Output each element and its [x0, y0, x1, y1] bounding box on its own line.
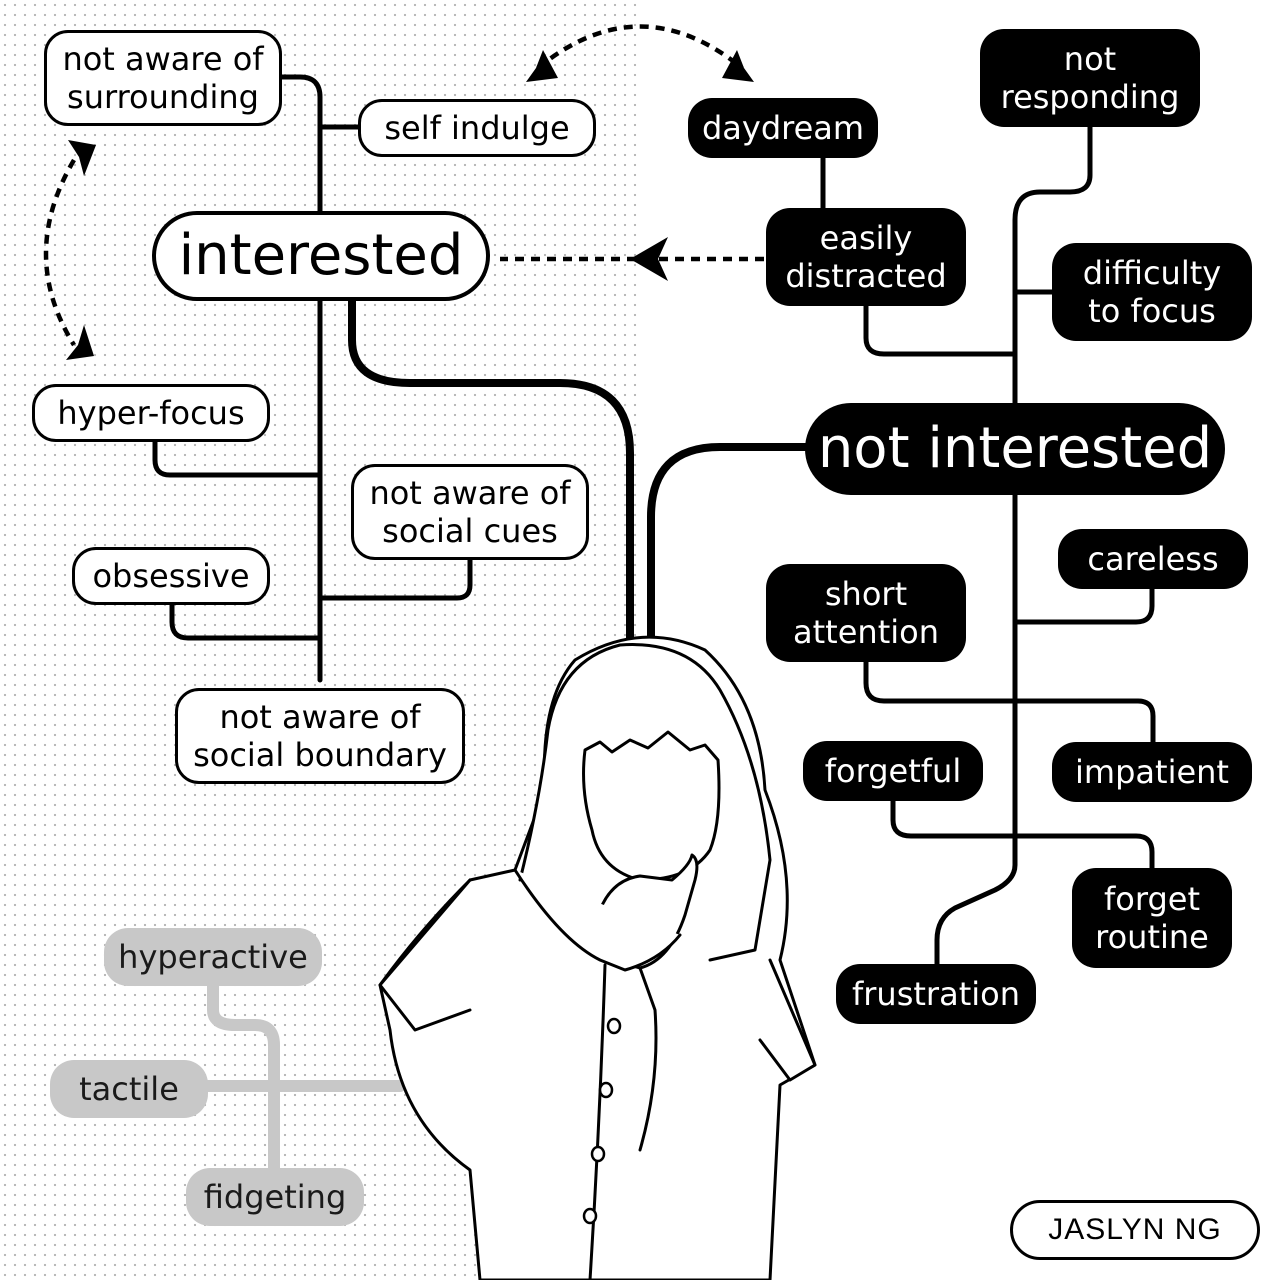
not-interested-to-figure — [647, 443, 812, 644]
node-label: self indulge — [384, 108, 570, 147]
branch-easily-distracted — [863, 302, 1018, 357]
hyper-focus-node: hyper-focus — [32, 384, 270, 442]
arrowhead-down-left — [66, 325, 94, 360]
signature-text: JASLYN NG — [1048, 1213, 1222, 1246]
node-line: to focus — [1088, 292, 1216, 330]
shirt-button — [606, 1017, 622, 1035]
node-label: fidgeting — [203, 1177, 347, 1216]
node-label: tactile — [79, 1069, 179, 1108]
node-line: not aware of — [369, 473, 571, 512]
arrowhead-up-left — [68, 140, 96, 176]
arrow-self-daydream — [536, 24, 744, 70]
branch-social-cues — [317, 557, 473, 601]
node-line: difficulty — [1082, 253, 1222, 292]
node-label: hyper-focus — [57, 393, 245, 432]
node-line: responding — [1000, 78, 1180, 116]
node-line: distracted — [785, 257, 947, 295]
self-indulge-node: self indulge — [358, 99, 596, 157]
tactile-node: tactile — [50, 1060, 208, 1118]
forgetful-node: forgetful — [803, 741, 983, 801]
arrow-surrounding-hyperfocus — [43, 158, 76, 347]
node-label: forgetful — [824, 751, 962, 790]
face — [582, 730, 721, 882]
node-line: social boundary — [193, 736, 447, 774]
node-line: surrounding — [67, 78, 259, 116]
branch-forgetful — [890, 798, 1155, 871]
node-label: daydream — [701, 108, 865, 147]
node-line: forget — [1104, 879, 1200, 918]
node-line: easily — [819, 218, 913, 257]
interested-label: interested — [178, 223, 464, 289]
node-label: careless — [1087, 539, 1219, 578]
not-interested-label: not interested — [817, 416, 1213, 482]
branch-hyper-focus — [152, 437, 323, 478]
node-line: not aware of — [219, 697, 421, 736]
arrowhead-up — [526, 50, 558, 82]
shirt-placket — [588, 963, 607, 1280]
node-label: frustration — [852, 974, 1020, 1013]
grey-branch-hyperactive — [207, 979, 280, 1174]
arrow-heads — [66, 50, 754, 360]
node-line: attention — [793, 613, 939, 651]
branch-short-attention — [863, 658, 1156, 745]
node-label: impatient — [1075, 752, 1229, 791]
obsessive-node: obsessive — [72, 547, 270, 605]
arrowhead-left — [630, 237, 668, 281]
frustration-node: frustration — [836, 964, 1036, 1024]
branch-careless — [1012, 584, 1155, 625]
interested-node: interested — [152, 211, 490, 301]
signature-badge: JASLYN NG — [1010, 1200, 1260, 1260]
collar — [513, 868, 682, 972]
node-label: hyperactive — [118, 937, 308, 976]
node-line: not aware of — [62, 39, 264, 78]
shirt-button — [582, 1207, 598, 1225]
node-line: short — [824, 574, 908, 613]
node-line: social cues — [382, 512, 558, 550]
fidgeting-node: fidgeting — [186, 1168, 364, 1226]
node-line: not — [1063, 39, 1117, 78]
left-trunk — [277, 74, 323, 683]
forearm — [638, 966, 658, 1152]
hyperactive-node: hyperactive — [104, 928, 322, 986]
node-label: obsessive — [92, 556, 250, 595]
interested-to-figure — [348, 296, 634, 644]
shirt-button — [590, 1145, 606, 1163]
sleeve-right — [758, 958, 817, 1082]
impatient-node: impatient — [1052, 742, 1252, 802]
right-trunk — [934, 124, 1093, 968]
sleeve-left — [378, 878, 472, 1032]
daydream-node: daydream — [688, 98, 878, 158]
node-line: routine — [1095, 918, 1209, 956]
careless-node: careless — [1058, 529, 1248, 589]
not-interested-node: not interested — [805, 403, 1225, 495]
branch-obsessive — [169, 601, 323, 641]
arrowhead-right — [722, 50, 754, 82]
shirt-button — [598, 1081, 614, 1099]
